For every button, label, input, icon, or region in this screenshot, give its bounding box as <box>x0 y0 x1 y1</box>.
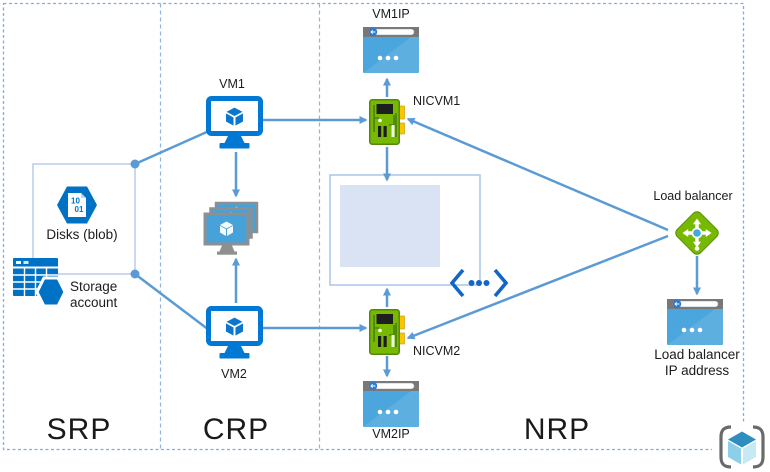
load-balancer-ip-label: Load balancer IP address <box>654 347 740 378</box>
storage-account-icon <box>13 258 67 308</box>
subnet-inner <box>340 185 440 267</box>
svg-text:10: 10 <box>71 197 80 206</box>
vm2-label: VM2 <box>221 366 247 381</box>
vm2ip-label: VM2IP <box>372 426 410 441</box>
connectors <box>134 77 701 378</box>
load-balancer-label: Load balancer <box>653 188 733 203</box>
outer-dashed-border <box>2 2 745 451</box>
connector-dot-top <box>130 159 140 169</box>
nicvm2-network-interface-icon <box>368 308 406 356</box>
region-label-nrp: NRP <box>523 413 591 446</box>
availability-set-icon <box>203 201 259 255</box>
connector-storage-vm2 <box>134 273 210 331</box>
svg-text:01: 01 <box>75 205 84 214</box>
resource-manager-logo-icon <box>712 422 770 472</box>
nicvm2-label: NICVM2 <box>413 343 461 358</box>
storage-account-label: Storage account <box>70 279 118 310</box>
nicvm1-label: NICVM1 <box>413 93 461 108</box>
vm1-label: VM1 <box>219 76 245 91</box>
region-label-crp: CRP <box>202 413 270 446</box>
load-balancer-icon <box>675 211 719 255</box>
nicvm1-network-interface-icon <box>368 98 406 146</box>
arrow-loadbalancer-nicvm2 <box>406 234 669 340</box>
storage-box <box>32 163 136 275</box>
vm2-virtual-machine-icon <box>209 309 261 359</box>
loadbalancer-ip-icon <box>666 298 724 346</box>
disks-label: Disks (blob) <box>46 227 118 243</box>
disks-blob-icon: 10 01 <box>57 186 97 224</box>
vm2ip-public-ip-icon <box>362 380 420 428</box>
connector-storage-vm1 <box>134 129 210 166</box>
vm1ip-label: VM1IP <box>372 6 410 21</box>
arrow-loadbalancer-nicvm1 <box>406 117 669 232</box>
subnet-box <box>329 174 481 286</box>
vm1ip-public-ip-icon <box>362 26 420 74</box>
vm1-virtual-machine-icon <box>209 99 261 149</box>
region-label-srp: SRP <box>46 413 112 446</box>
virtual-network-icon <box>449 268 509 298</box>
connector-dot-bottom <box>130 269 140 279</box>
